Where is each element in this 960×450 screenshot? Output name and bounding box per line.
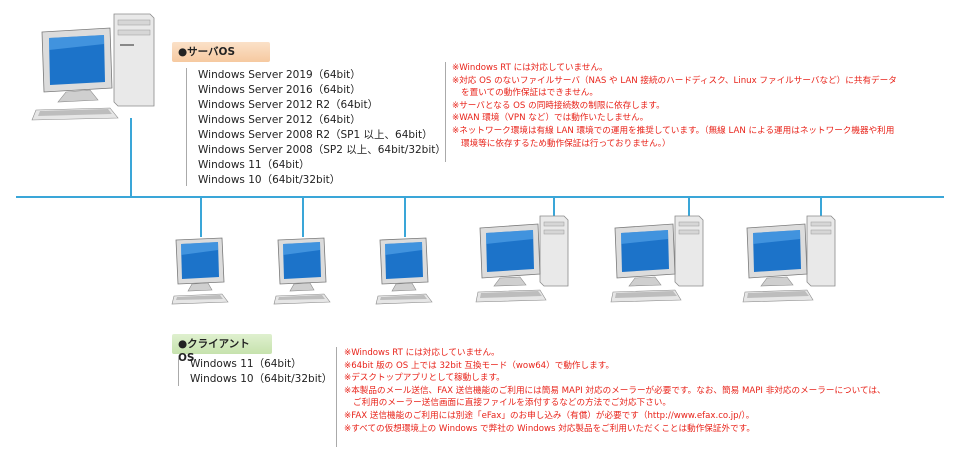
client-drop-line [820,197,822,229]
client-note: ご利用のメーラー送信画面に直接ファイルを添付するなどの方法でご対応下さい。 [353,398,671,409]
client-note: ※本製品のメール送信、FAX 送信機能のご利用には簡易 MAPI 対応のメーラー… [344,385,886,396]
server-note: ※対応 OS のないファイルサーバ（NAS や LAN 接続のハードディスク、L… [452,75,897,86]
server-os-item: Windows Server 2008（SP2 以上、64bit/32bit） [198,144,446,156]
client-note: ※FAX 送信機能のご利用には別途「eFax」のお申し込み（有償）が必要です（h… [344,410,755,421]
server-note: ※ネットワーク環境は有線 LAN 環境での運用を推奨しています。（無線 LAN … [452,125,895,136]
server-os-item: Windows 10（64bit/32bit） [198,174,341,186]
server-note: ※WAN 環境（VPN など）では動作いたしません。 [452,113,649,124]
client-drop-line [404,197,406,237]
server-os-item: Windows Server 2012（64bit） [198,114,361,126]
server-os-item: Windows Server 2008 R2（SP1 以上、64bit） [198,129,433,141]
server-note: ※サーバとなる OS の同時接続数の制限に依存します。 [452,100,665,111]
client-drop-line [200,197,202,237]
client-desktop-icon [610,215,704,303]
server-os-item: Windows Server 2012 R2（64bit） [198,99,379,111]
server-note: ※Windows RT には対応していません。 [452,63,608,73]
server-drop-line [130,118,132,198]
client-monitor-icon [273,237,331,305]
client-os-item: Windows 11（64bit） [190,358,302,370]
server-note: 環境等に依存するため動作保証は行っておりません。） [461,138,671,149]
client-note: ※Windows RT には対応していません。 [344,348,500,358]
client-drop-line [302,197,304,237]
server-note: を置いての動作保証はできません。 [461,88,598,99]
server-os-item: Windows 11（64bit） [198,159,310,171]
server-os-badge: ●サーバOS [172,42,270,62]
client-desktop-icon [475,215,569,303]
server-os-item: Windows Server 2016（64bit） [198,84,361,96]
server-notes: ※Windows RT には対応していません。 ※対応 OS のないファイルサー… [452,62,897,150]
client-monitor-icon [375,237,433,305]
client-note: ※64bit 版の OS 上では 32bit 互換モード（wow64）で動作しま… [344,360,615,371]
server-os-list: Windows Server 2019（64bit） Windows Serve… [198,68,446,188]
client-notes: ※Windows RT には対応していません。 ※64bit 版の OS 上では… [344,347,886,435]
server-os-item: Windows Server 2019（64bit） [198,69,361,81]
client-drop-line [553,197,555,229]
client-os-list: Windows 11（64bit） Windows 10（64bit/32bit… [190,357,332,387]
client-desktop-icon [742,215,836,303]
client-os-divider [178,356,179,386]
client-os-item: Windows 10（64bit/32bit） [190,373,333,385]
network-backbone [16,196,944,198]
client-note: ※すべての仮想環境上の Windows で弊社の Windows 対応製品をご利… [344,423,756,434]
client-notes-divider [336,347,337,447]
server-computer-icon [31,13,155,121]
server-notes-divider [445,62,446,162]
server-os-divider [186,68,187,186]
client-monitor-icon [171,237,229,305]
client-drop-line [688,197,690,229]
client-note: ※デスクトップアプリとして稼動します。 [344,373,505,384]
client-os-badge: ●クライアントOS [172,334,272,364]
